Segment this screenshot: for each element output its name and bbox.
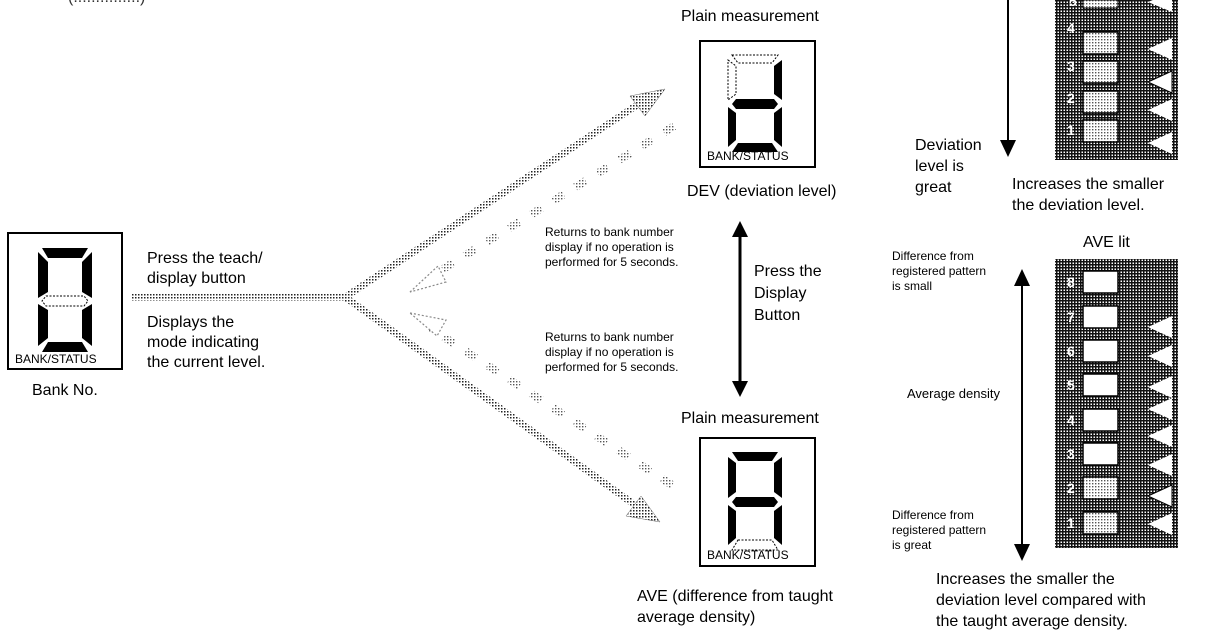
press-teach-line2: display button bbox=[147, 270, 246, 287]
ave-caption-line2: average density) bbox=[637, 609, 756, 626]
bar-num-bottom-6: 6 bbox=[1067, 343, 1075, 359]
ave-bargraph bbox=[1055, 259, 1178, 548]
bar-num-bottom-8: 8 bbox=[1067, 274, 1075, 290]
bar-num-top-3: 3 bbox=[1067, 58, 1075, 74]
deviation-scale-arrow bbox=[1000, 0, 1016, 157]
ave-lit-label: AVE lit bbox=[1083, 234, 1130, 251]
diff-small-line2: registered pattern bbox=[892, 264, 987, 278]
increases1-line1: Increases the smaller bbox=[1012, 176, 1165, 193]
returns1-line1: Returns to bank number bbox=[545, 225, 674, 239]
displays-mode-line1: Displays the bbox=[147, 314, 235, 331]
bar-num-bottom-1: 1 bbox=[1067, 515, 1075, 531]
bank-caption: Bank No. bbox=[32, 382, 98, 399]
top-partial-text: (...............) bbox=[68, 0, 145, 7]
ave-lcd-label: BANK/STATUS bbox=[707, 548, 789, 562]
diff-great-line2: registered pattern bbox=[892, 523, 987, 537]
ave-display bbox=[699, 437, 816, 567]
flow-arrows bbox=[131, 88, 677, 523]
bank-digit bbox=[38, 248, 92, 352]
dashed-return-from-ave bbox=[427, 324, 675, 489]
dashed-return-arrowhead-lower bbox=[407, 311, 447, 337]
dev-display bbox=[699, 40, 816, 168]
arrowhead-to-ave bbox=[625, 495, 661, 523]
bank-display bbox=[7, 232, 123, 370]
increases2-line1: Increases the smaller the bbox=[936, 571, 1115, 588]
displays-mode-line3: the current level. bbox=[147, 354, 266, 371]
arrowhead-to-dev bbox=[629, 88, 666, 117]
bar-num-bottom-4: 4 bbox=[1067, 412, 1075, 428]
dev-digit bbox=[727, 54, 782, 152]
arrow-to-ave bbox=[342, 294, 638, 508]
dev-heading: Plain measurement bbox=[681, 8, 819, 25]
bar-num-top-5: 5 bbox=[1069, 0, 1077, 9]
diff-small-line1: Difference from bbox=[892, 249, 974, 263]
bank-lcd-label: BANK/STATUS bbox=[15, 352, 97, 366]
press-display-line1: Press the bbox=[754, 263, 822, 280]
bar-num-bottom-5: 5 bbox=[1067, 377, 1075, 393]
increases2-line2: deviation level compared with bbox=[936, 592, 1146, 609]
deviation-great-line2: level is bbox=[915, 158, 964, 175]
dashed-return-from-dev bbox=[427, 122, 677, 281]
displays-mode-line2: mode indicating bbox=[147, 334, 260, 351]
increases1-line2: the deviation level. bbox=[1012, 197, 1145, 214]
diff-great-line3: is great bbox=[892, 538, 932, 552]
ave-heading: Plain measurement bbox=[681, 410, 819, 427]
deviation-great-line1: Deviation bbox=[915, 137, 982, 154]
ave-digit bbox=[728, 452, 782, 551]
deviation-bargraph bbox=[1055, 0, 1178, 160]
dev-lcd-label: BANK/STATUS bbox=[707, 149, 789, 163]
returns1-line2: display if no operation is bbox=[545, 240, 674, 254]
press-display-line2: Display bbox=[754, 285, 807, 302]
returns2-line2: display if no operation is bbox=[545, 345, 674, 359]
deviation-great-line3: great bbox=[915, 179, 952, 196]
returns2-line3: performed for 5 seconds. bbox=[545, 360, 679, 374]
dev-caption: DEV (deviation level) bbox=[687, 183, 837, 200]
press-display-arrow bbox=[732, 221, 748, 397]
increases2-line3: the taught average density. bbox=[936, 613, 1128, 630]
dashed-return-arrowhead-upper bbox=[409, 265, 447, 293]
ave-caption-line1: AVE (difference from taught bbox=[637, 588, 833, 605]
bar-num-bottom-3: 3 bbox=[1067, 446, 1075, 462]
returns1-line3: performed for 5 seconds. bbox=[545, 255, 679, 269]
bar-num-top-4: 4 bbox=[1067, 20, 1075, 36]
average-density-label: Average density bbox=[907, 386, 1000, 401]
bar-num-top-1: 1 bbox=[1067, 122, 1075, 138]
ave-scale-arrow bbox=[1014, 269, 1030, 561]
diff-great-line1: Difference from bbox=[892, 508, 974, 522]
bar-num-bottom-7: 7 bbox=[1067, 309, 1075, 325]
returns2-line1: Returns to bank number bbox=[545, 330, 674, 344]
press-display-line3: Button bbox=[754, 307, 801, 324]
bar-num-top-2: 2 bbox=[1067, 90, 1075, 106]
press-teach-line1: Press the teach/ bbox=[147, 250, 263, 267]
diff-small-line3: is small bbox=[892, 279, 933, 293]
bar-num-bottom-2: 2 bbox=[1067, 480, 1075, 496]
arrow-to-dev bbox=[343, 100, 642, 300]
